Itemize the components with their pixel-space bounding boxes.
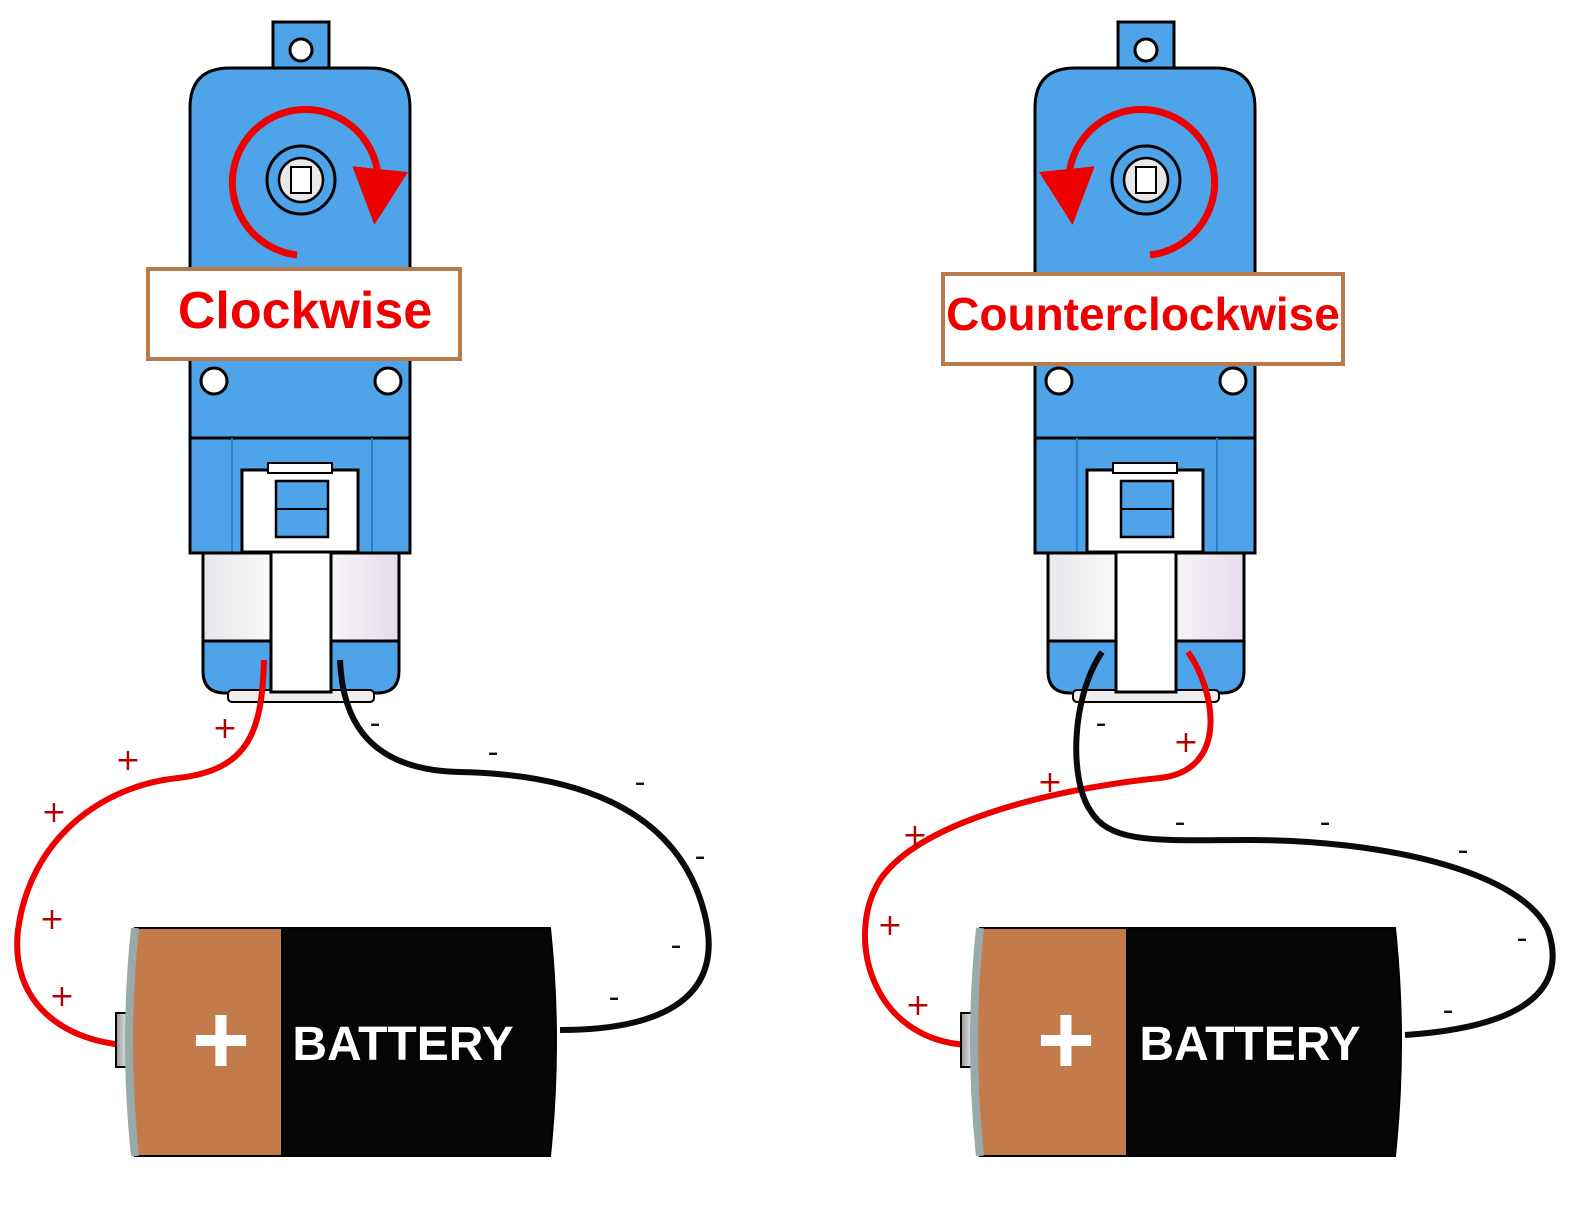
plus-marker: + — [1037, 765, 1062, 800]
right-plus-markers: + + + + + — [877, 725, 1198, 1023]
body-hole-right — [1218, 366, 1248, 396]
minus-marker: - — [671, 928, 682, 963]
right-panel: Counterclockwise + BATTERY + + + + + - -… — [862, 20, 1556, 1157]
body-hole-left — [1044, 366, 1074, 396]
plus-marker: + — [49, 979, 74, 1014]
battery-black-body — [1126, 927, 1402, 1157]
right-direction-label: Counterclockwise — [946, 288, 1340, 340]
plus-marker: + — [212, 711, 237, 746]
mounting-hole — [1133, 37, 1159, 63]
left-panel: Clockwise + BATTERY + + + + + - - - - - — [14, 20, 712, 1157]
minus-marker: - — [1458, 833, 1469, 868]
clip-strap — [269, 550, 333, 694]
shaft-flat — [290, 166, 312, 194]
body-hole-right — [373, 366, 403, 396]
plus-marker: + — [115, 743, 140, 778]
left-direction-label-box: Clockwise — [146, 267, 462, 361]
left-black-wire — [337, 659, 712, 1033]
right-black-wire — [1073, 650, 1556, 1038]
rotation-arrow-clockwise — [228, 106, 408, 259]
left-red-wire — [14, 659, 267, 1048]
shaft-flat — [1135, 166, 1157, 194]
clip-strap — [1114, 550, 1178, 694]
plus-marker: + — [1173, 725, 1198, 760]
plus-marker: + — [39, 902, 64, 937]
minus-marker: - — [1443, 993, 1454, 1028]
battery-plus-sign: + — [1037, 984, 1095, 1096]
right-red-wire — [862, 650, 1214, 1048]
left-direction-label: Clockwise — [178, 282, 432, 340]
minus-marker: - — [370, 706, 381, 741]
right-minus-markers: - - - - - - — [1096, 706, 1528, 1028]
minus-marker: - — [635, 765, 646, 800]
plus-marker: + — [905, 988, 930, 1023]
plus-marker: + — [877, 908, 902, 943]
battery-black-body — [281, 927, 557, 1157]
body-hole-left — [199, 366, 229, 396]
right-direction-label-box: Counterclockwise — [941, 272, 1345, 366]
left-battery: + BATTERY — [115, 927, 557, 1157]
battery-label: BATTERY — [292, 1018, 513, 1071]
right-battery: + BATTERY — [960, 927, 1402, 1157]
left-plus-markers: + + + + + — [39, 711, 237, 1014]
minus-marker: - — [609, 980, 620, 1015]
battery-plus-sign: + — [192, 984, 250, 1096]
minus-marker: - — [1096, 706, 1107, 741]
minus-marker: - — [488, 735, 499, 770]
minus-marker: - — [1517, 921, 1528, 956]
minus-marker: - — [1320, 805, 1331, 840]
minus-marker: - — [1175, 805, 1186, 840]
left-gear-motor — [188, 20, 412, 703]
mounting-hole — [288, 37, 314, 63]
rotation-arrow-counterclockwise — [1039, 106, 1219, 259]
battery-label: BATTERY — [1139, 1018, 1360, 1071]
plus-marker: + — [902, 818, 927, 853]
left-minus-markers: - - - - - - — [370, 706, 706, 1015]
plus-marker: + — [41, 795, 66, 830]
minus-marker: - — [695, 839, 706, 874]
